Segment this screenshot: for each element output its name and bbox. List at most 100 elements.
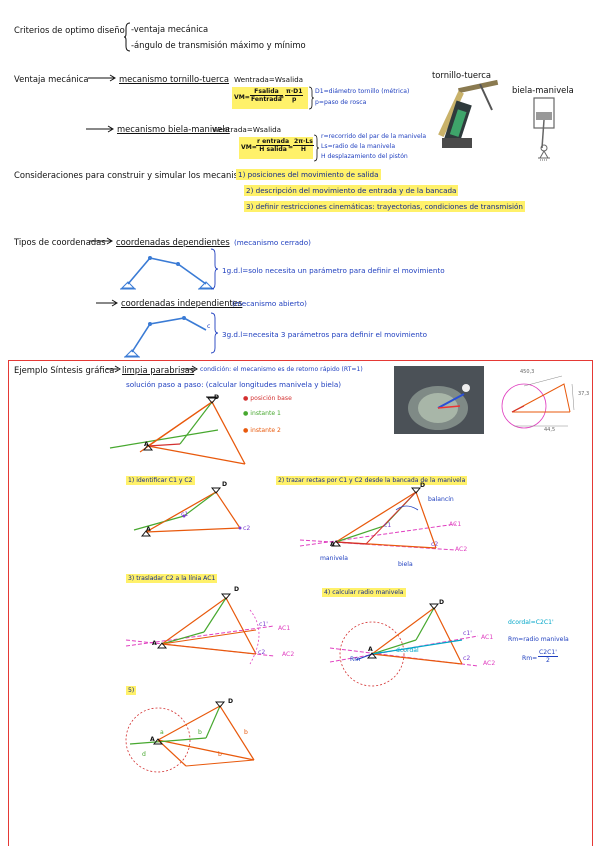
crank-note-1: r=recorrido del par de la manivela [321,133,427,140]
step-3-c1p: c1' [259,621,268,628]
rm-definition: Rm=radio manivela [508,636,569,643]
step-1-c2: c2 [243,525,251,532]
screw-mechanism-title: mecanismo tornillo-tuerca [119,74,230,84]
step-1-point-a: A [146,526,151,533]
arrow-icon [96,299,118,307]
dimension-label-3: 44,5 [544,427,556,433]
screw-work-eq: Wentrada=Wsalida [234,75,304,84]
step-2-c2: c2 [431,541,439,548]
crank-image-label: biela-manivela [512,85,574,95]
rm-equation: Rm= [522,655,538,662]
dimension-label-2: 37,3 [578,391,590,397]
label-biela: biela [398,561,413,568]
step-2-point-d: D [420,482,426,489]
arrow-icon [183,365,198,373]
arrow-icon [86,125,114,133]
arrow-icon [88,74,116,82]
screw-note-2: p=paso de rosca [315,99,367,106]
step-1-c1: c1 [181,511,189,518]
legend-instant-1: ● instante 1 [243,410,281,417]
step-1-label: 1) identificar C1 y C2 [126,476,195,485]
brace-icon [210,312,219,354]
independent-coords-title: coordenadas independientes [121,298,243,308]
step-4-point-a: A [368,646,373,653]
step-2-point-a: A [330,541,335,548]
step-4-dcordal: dcordal [396,647,419,654]
crank-mechanism-title: mecanismo biela-manivela [117,124,230,134]
step-2-line-ac2: AC2 [455,546,468,553]
screw-nut-illustration [438,79,499,148]
screw-formula-box [232,87,308,109]
main-linkage-diagram [109,396,246,465]
crank-note-3: H desplazamiento del pistón [321,153,408,160]
slider-crank-illustration [533,97,555,161]
label-manivela: manivela [320,555,349,562]
dcordal-equation: dcordal=C2C1' [508,619,554,626]
step-2-label: 2) trazar rectas por C1 y C2 desde la ba… [276,476,468,485]
label-balancin: balancín [428,496,454,503]
step-3-diagram [125,593,275,665]
point-a-label: A [144,441,149,448]
independent-coords-note: (mecanismo abierto) [232,299,307,308]
screw-note-1: D1=diámetro tornillo (métrica) [315,88,410,95]
step-3-line-ac2: AC2 [282,651,295,658]
open-mechanism-point-c: c [207,323,211,330]
brace-icon [308,86,315,110]
step-4-label: 4) calcular radio manivela [322,588,406,597]
open-mechanism-diagram [124,316,207,358]
screw-image-label: tornillo-tuerca [432,70,492,80]
step-5-link-b-2: b [218,751,222,758]
coordenadas-title: Tipos de coordenadas [14,237,106,247]
brace-icon [210,248,219,290]
rm-fraction: C2C1'2 [538,649,558,664]
example-solution: solución paso a paso: (calcular longitud… [126,380,342,389]
independent-coords-desc: 3g.d.l=necesita 3 parámetros para defini… [222,330,427,339]
example-title: Ejemplo Síntesis gráfica [14,365,115,375]
arrow-icon [89,237,113,245]
step-5-point-d: D [228,698,234,705]
closed-mechanism-diagram [120,256,214,290]
point-d-label: D [214,394,220,401]
step-2-c1: c1 [384,522,392,529]
step-4-point-d: D [439,599,445,606]
wiper-photo [394,366,484,434]
step-1-point-d: D [222,481,228,488]
brace-icon [123,22,131,52]
arrow-icon [106,365,121,373]
dimension-label-1: 450,3 [520,369,535,375]
step-5-diagram [125,701,255,773]
step-2-diagram [299,487,457,551]
step-3-line-ac1: AC1 [278,625,291,632]
dependent-coords-title: coordenadas dependientes [116,237,230,247]
step-4-line-ac2: AC2 [483,660,496,667]
step-5-label: 5) [126,686,137,695]
legend-instant-2: ● instante 2 [243,427,281,434]
step-3-point-d: D [234,586,240,593]
step-3-point-a: A [152,640,157,647]
consideraciones-item-2: 2) descripción del movimiento de entrada… [244,185,459,196]
wiper-dimension-sketch [501,375,575,429]
dependent-coords-note: (mecanismo cerrado) [234,238,311,247]
crank-vm: VM= [241,144,257,151]
step-4-c2: c2 [463,655,471,662]
step-5-point-a: A [150,736,155,743]
step-5-link-b: b [198,729,202,736]
step-4-rm: Rm [350,656,361,663]
step-4-diagram [329,603,479,687]
consideraciones-item-1: 1) posiciones del movimiento de salida [236,169,381,180]
example-topic: limpia parabrisas [122,365,195,375]
crank-work-eq: Wentrada=Wsalida [212,125,282,134]
step-5-link-a: a [160,729,164,736]
consideraciones-title: Consideraciones para construir y simular… [14,170,259,180]
step-1-diagram [133,487,242,537]
crank-note-2: Ls=radio de la manivela [321,143,396,150]
criteria-item-2: -ángulo de transmisión máximo y mínimo [131,40,306,50]
step-4-c1p: c1' [463,630,472,637]
criteria-title: Criterios de optimo diseño [14,25,125,35]
dependent-coords-desc: 1g.d.l=solo necesita un parámetro para d… [222,266,445,275]
step-5-link-b-3: b [244,729,248,736]
brace-icon [313,134,320,162]
